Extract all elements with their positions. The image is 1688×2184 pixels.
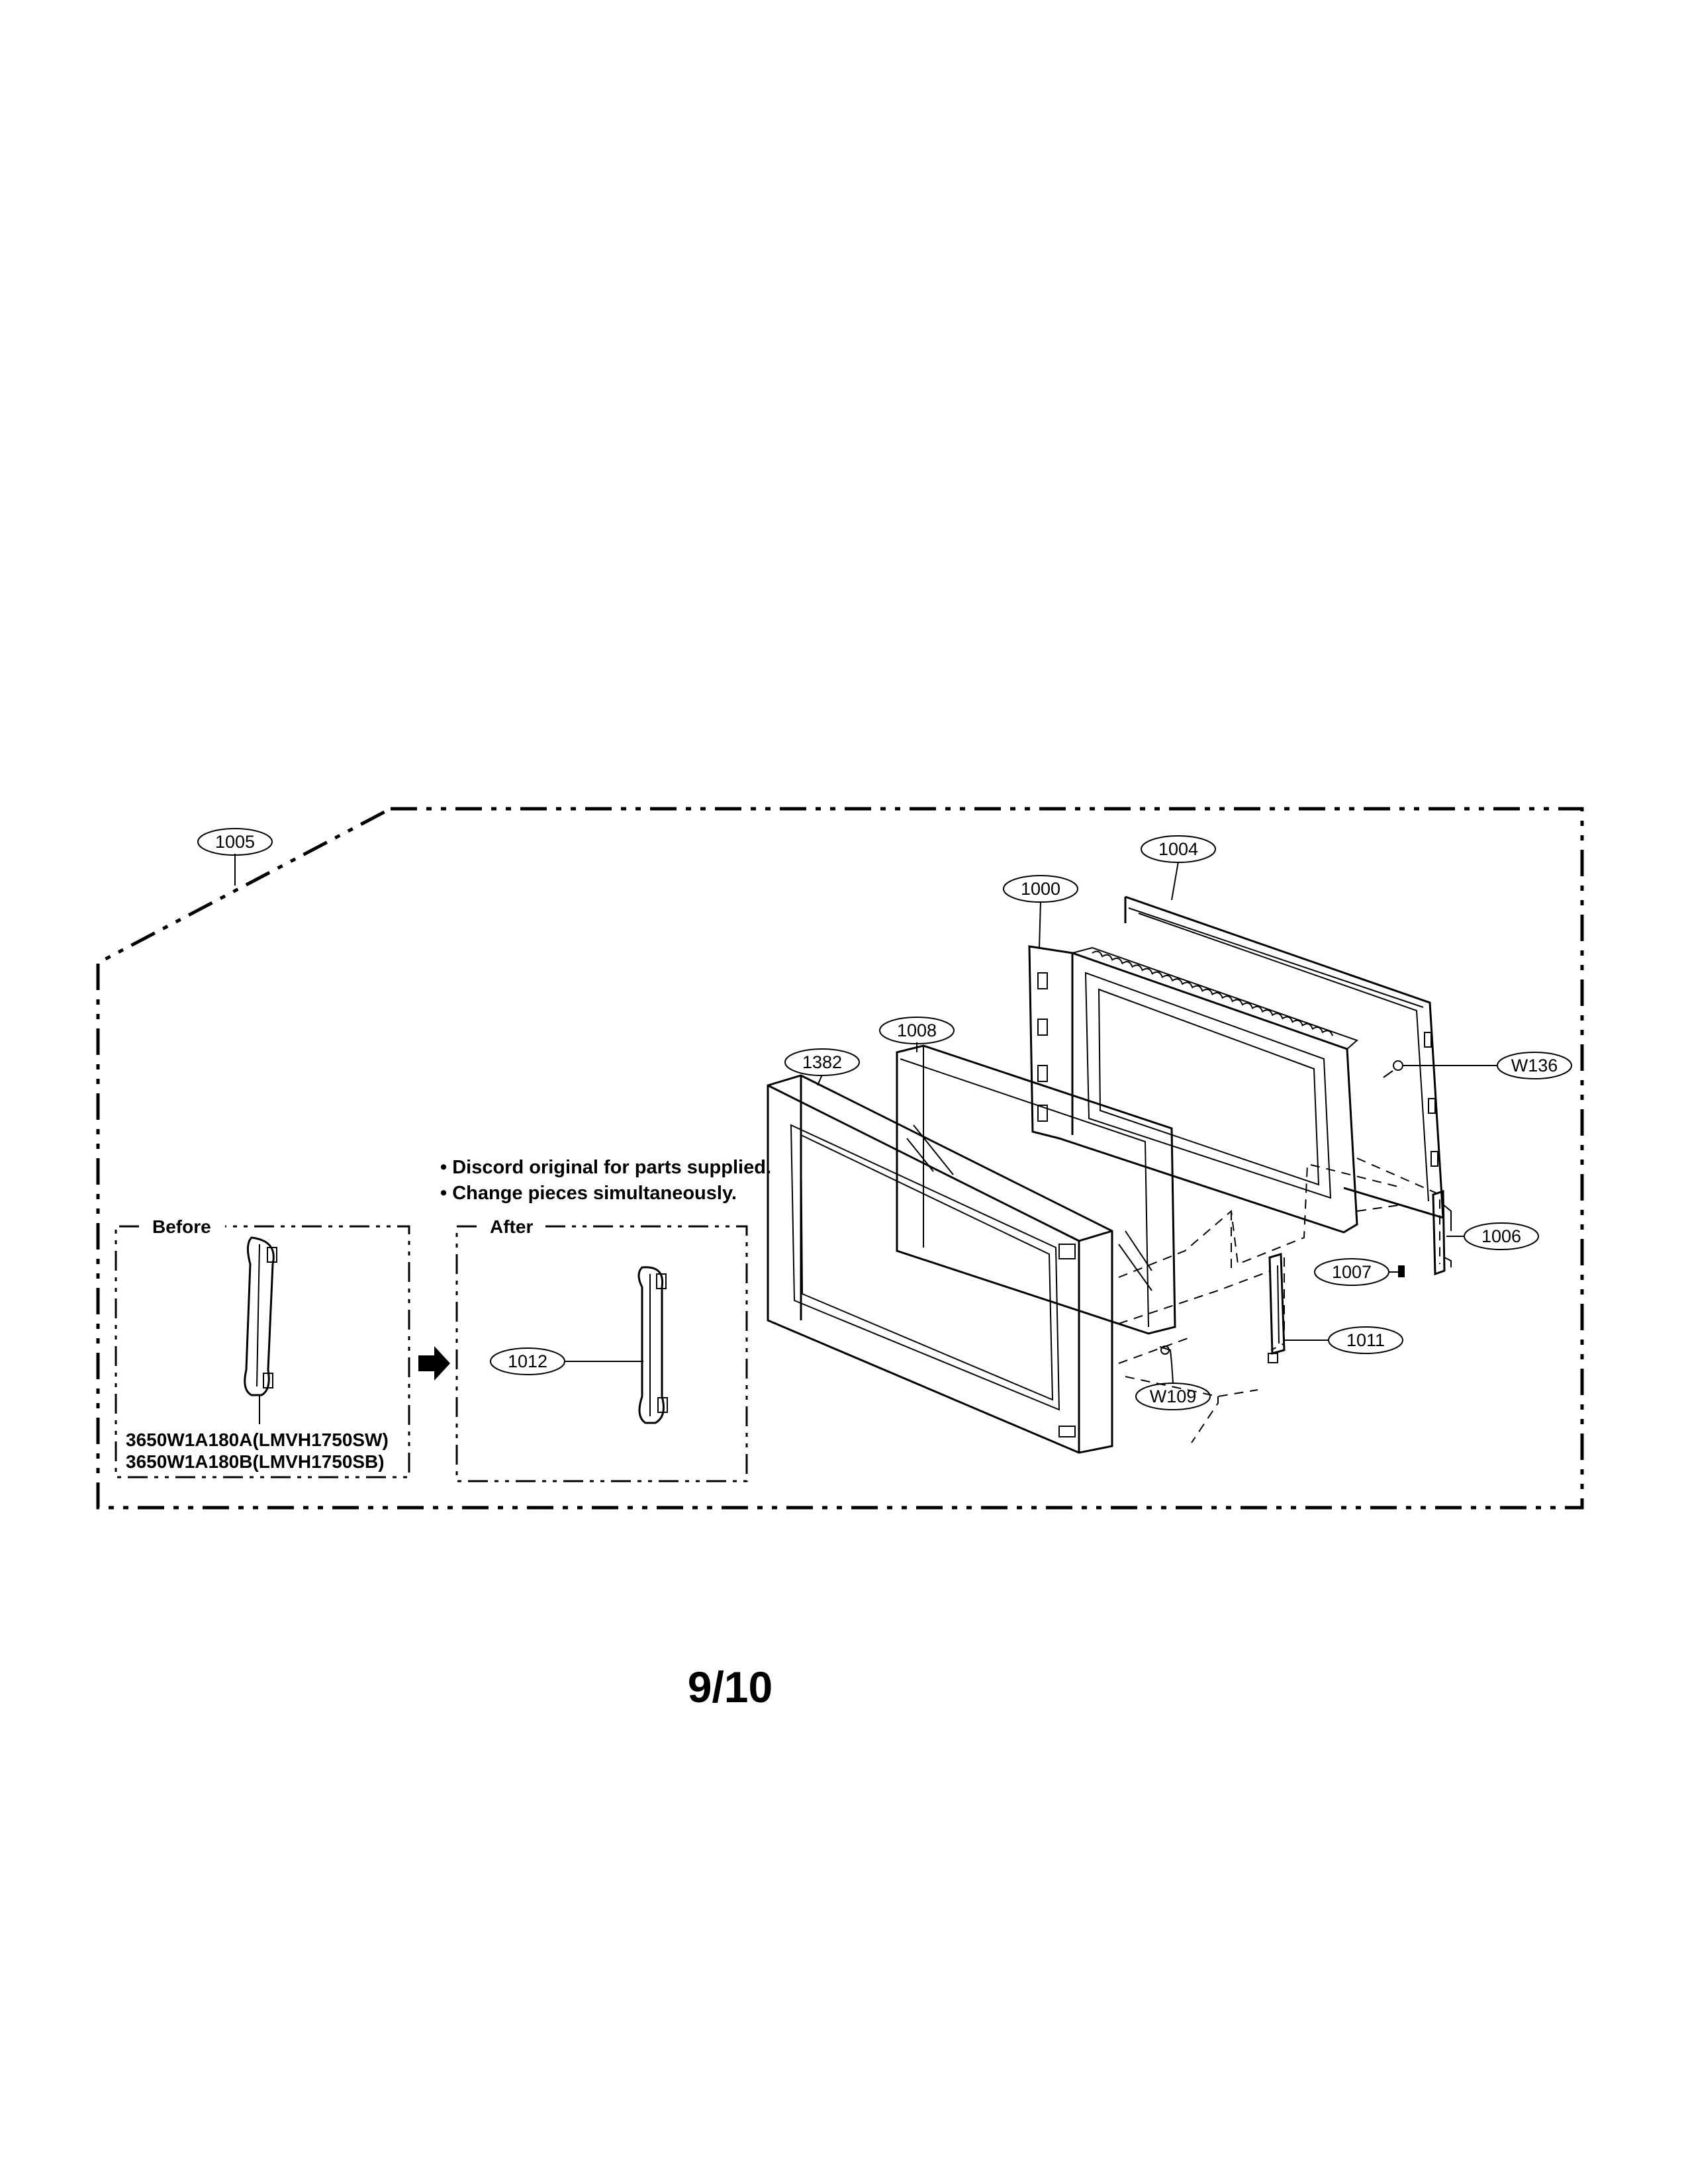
part-code-1: 3650W1A180A(LMVH1750SW) <box>126 1430 389 1450</box>
spring-1007 <box>1398 1265 1405 1277</box>
svg-text:1007: 1007 <box>1332 1262 1372 1282</box>
callout-1000[interactable]: 1000 <box>1003 875 1078 948</box>
screw-W109 <box>1159 1345 1172 1364</box>
assembly-boundary <box>96 807 1584 1510</box>
svg-text:W136: W136 <box>1511 1056 1558 1075</box>
part-code-2: 3650W1A180B(LMVH1750SB) <box>126 1451 385 1472</box>
callout-1006[interactable]: 1006 <box>1446 1222 1539 1250</box>
callout-1011[interactable]: 1011 <box>1284 1326 1403 1354</box>
svg-text:1000: 1000 <box>1021 879 1060 899</box>
door-inner-assembly-1000 <box>1028 945 1358 1234</box>
door-glass-1008 <box>896 1044 1176 1335</box>
screw-W136 <box>1383 1060 1403 1078</box>
before-box: Before 3650W1A180A(LMVH1750SW) 3650W1A18… <box>115 1216 410 1479</box>
after-label: After <box>490 1216 533 1237</box>
svg-text:1004: 1004 <box>1158 839 1198 859</box>
note-line-2: • Change pieces simultaneously. <box>440 1183 737 1204</box>
svg-text:W109: W109 <box>1150 1387 1197 1406</box>
note-line-1: • Discord original for parts supplied. <box>440 1157 771 1178</box>
hinge-1011 <box>1268 1253 1286 1363</box>
before-label: Before <box>152 1216 211 1237</box>
callout-1004[interactable]: 1004 <box>1141 835 1216 901</box>
latch-1006 <box>1432 1189 1452 1276</box>
svg-text:1008: 1008 <box>897 1021 937 1040</box>
svg-text:1012: 1012 <box>508 1351 547 1371</box>
svg-text:1382: 1382 <box>802 1052 842 1072</box>
door-handle-after <box>637 1266 668 1424</box>
door-front-frame-1382 <box>767 1074 1113 1454</box>
callout-W136[interactable]: W136 <box>1403 1052 1572 1079</box>
callout-W109[interactable]: W109 <box>1135 1363 1211 1410</box>
callout-1007[interactable]: 1007 <box>1314 1258 1398 1286</box>
after-box: After <box>455 1216 748 1482</box>
svg-text:1006: 1006 <box>1481 1226 1521 1246</box>
callout-1005[interactable]: 1005 <box>197 828 273 886</box>
page-number: 9/10 <box>688 1662 773 1711</box>
door-back-frame-1004 <box>1124 895 1444 1220</box>
door-handle-before <box>244 1236 277 1396</box>
callout-1008[interactable]: 1008 <box>879 1017 955 1052</box>
callout-1012[interactable]: 1012 <box>490 1347 643 1375</box>
svg-text:1011: 1011 <box>1346 1330 1385 1350</box>
callout-1382[interactable]: 1382 <box>784 1048 860 1086</box>
svg-text:1005: 1005 <box>215 832 255 852</box>
arrow-right-icon <box>418 1346 450 1381</box>
